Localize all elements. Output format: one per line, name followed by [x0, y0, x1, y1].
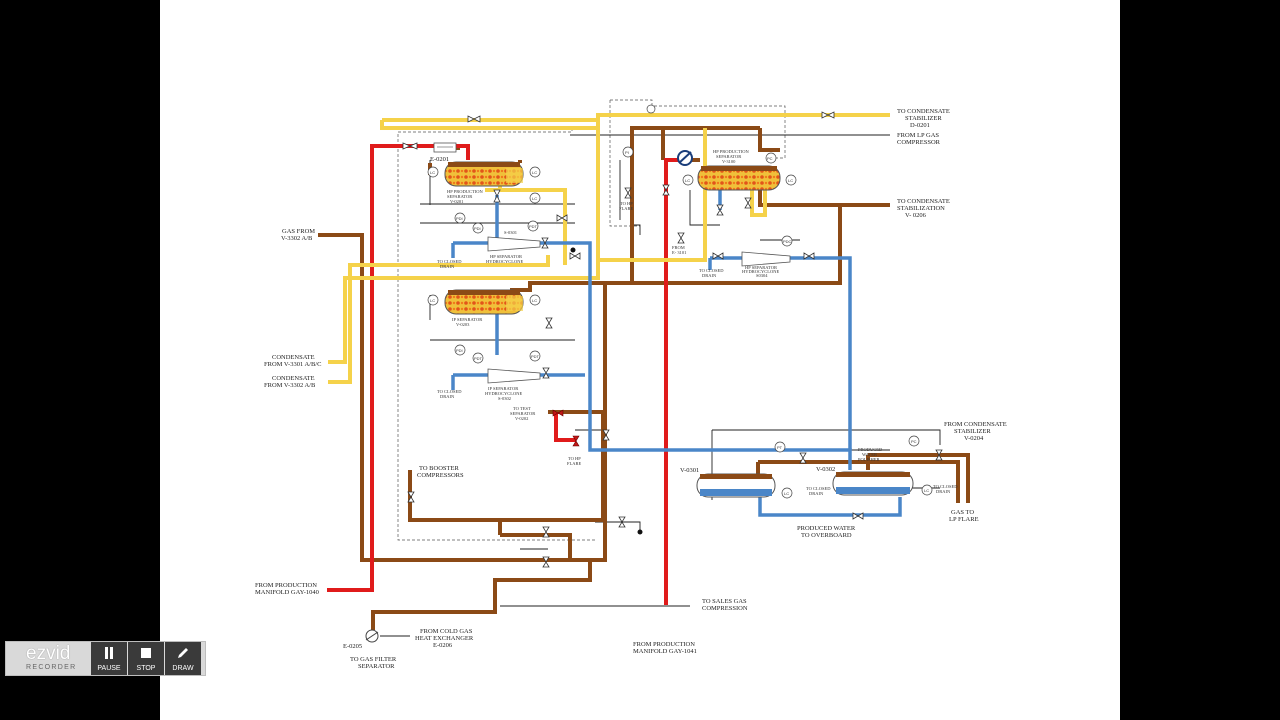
svg-text:PDI: PDI	[474, 226, 481, 231]
label-from-cond-stabilizer: FROM CONDENSATE STABILIZER V-0204	[944, 421, 1008, 442]
equipment-labels: HP PRODUCTION SEPARATOR V-0201 HP PRODUC…	[437, 149, 959, 496]
stop-button[interactable]: STOP	[128, 642, 164, 675]
label-to-test-separator: TO TEST SEPARATOR V-0202	[510, 406, 536, 421]
label-closed-drain-2: TO CLOSED DRAIN	[437, 389, 463, 399]
pause-icon	[105, 647, 113, 659]
label-to-gas-filter: TO GAS FILTER SEPARATOR	[350, 656, 398, 670]
degasser-v0301	[696, 473, 776, 498]
hp-hydrocyclone-right	[741, 251, 791, 267]
label-gas-from: GAS FROM V-3302 A/B	[281, 228, 317, 242]
ip-separator	[444, 289, 524, 315]
label-gas-to-lp-flare: GAS TO LP FLARE	[949, 509, 979, 523]
svg-text:LC: LC	[532, 170, 537, 175]
label-produced-water: PRODUCED WATER TO OVERBOARD	[797, 525, 857, 539]
svg-text:PDT: PDT	[529, 224, 538, 229]
draw-label: DRAW	[172, 665, 194, 672]
pause-label: PAUSE	[97, 665, 121, 672]
svg-text:LC: LC	[430, 170, 435, 175]
ezvid-logo: ezvid RECORDER	[6, 642, 90, 675]
svg-text:LC: LC	[430, 298, 435, 303]
hp-production-separator-right	[697, 165, 781, 191]
label-from-cold-gas: FROM COLD GAS HEAT EXCHANGER E-0206	[415, 628, 475, 649]
junction-dot-2	[637, 529, 643, 535]
label-to-hp-flare-1: TO HP FLARE	[567, 456, 582, 466]
label-hp-hydrocyclone: HP SEPARATOR HYDROCYCLONE	[486, 254, 524, 264]
svg-text:PT: PT	[777, 445, 783, 450]
svg-text:PC: PC	[911, 439, 917, 444]
label-condensate-from-1: CONDENSATE FROM V-3301 A/B/C	[264, 354, 321, 368]
label-hp-prod-sep-right: HP PRODUCTION SEPARATOR V-3100	[713, 149, 750, 164]
label-hp-hydrocyclone-right: HP SEPARATOR HYDROCYCLONE S0304	[742, 265, 780, 278]
pencil-icon	[178, 648, 188, 658]
pause-button[interactable]: PAUSE	[91, 642, 127, 675]
label-to-cond-stab-2: TO CONDENSATE STABILIZATION V- 0206	[897, 198, 951, 219]
label-to-hp-flare-2: TO HP FLARE	[619, 201, 634, 211]
svg-text:LC: LC	[532, 298, 537, 303]
label-hp-prod-sep-left: HP PRODUCTION SEPARATOR V-0201	[447, 189, 484, 204]
drawing-sheet	[160, 0, 1120, 720]
ezvid-recorder-toolbar: ezvid RECORDER PAUSE STOP DRAW	[5, 641, 206, 676]
label-v0301: V-0301	[680, 467, 699, 474]
svg-text:PC: PC	[767, 156, 773, 161]
ezvid-subtitle: RECORDER	[26, 664, 77, 671]
label-to-sales-gas: TO SALES GAS COMPRESSION	[702, 598, 748, 612]
label-e0205: E-0205	[343, 643, 362, 650]
stop-label: STOP	[136, 665, 156, 672]
hp-hydrocyclone-left	[487, 236, 541, 252]
label-to-booster: TO BOOSTER COMPRESSORS	[417, 465, 464, 479]
svg-text:PDT: PDT	[474, 356, 483, 361]
label-ip-separator: IP SEPARATOR V-0203	[452, 317, 483, 327]
label-ip-hydrocyclone: IP SEPARATOR HYDROCYCLONE S-0302	[485, 386, 523, 401]
svg-text:PDC: PDC	[783, 239, 792, 244]
heat-exchanger-e0205	[365, 629, 379, 643]
label-from-production-1040: FROM PRODUCTION MANIFOLD GAY-1040	[255, 582, 319, 596]
svg-text:PDI: PDI	[456, 348, 463, 353]
label-produced-water-polisher: PRODUCED WATER POLISHER	[858, 447, 883, 462]
svg-text:PDI: PDI	[456, 216, 463, 221]
oil-pipes	[318, 126, 970, 630]
degasser-v0302	[832, 471, 914, 496]
ezvid-brand: ezvid	[26, 643, 71, 664]
label-closed-drain-1: TO CLOSED DRAIN	[437, 259, 463, 269]
svg-text:LC: LC	[784, 491, 789, 496]
label-closed-drain-3: TO CLOSED DRAIN	[699, 268, 725, 278]
instrument-tags: LC LC LC PDI PDI PDT LC LC PDI PDT PDT P…	[430, 150, 929, 496]
svg-text:LC: LC	[924, 488, 929, 493]
label-closed-drain-4: TO CLOSED DRAIN	[806, 486, 832, 496]
svg-text:PDT: PDT	[531, 354, 540, 359]
red-valves	[552, 409, 580, 447]
label-from-production-1041: FROM PRODUCTION MANIFOLD GAY-1041	[633, 641, 697, 655]
heat-exchanger-right	[677, 150, 693, 166]
label-to-cond-stab-1: TO CONDENSATE STABILIZER D-0201	[897, 108, 951, 129]
ip-hydrocyclone	[487, 368, 541, 384]
label-closed-drain-5: TO CLOSED DRAIN	[933, 484, 959, 494]
svg-text:LC: LC	[788, 178, 793, 183]
hp-production-separator-left	[444, 161, 524, 187]
label-from-lp-gas: FROM LP GAS COMPRESSOR	[897, 132, 941, 146]
heat-exchanger-e0201	[433, 142, 457, 153]
svg-text:PI: PI	[625, 150, 629, 155]
label-hp-hydro-tag: S-0301	[504, 230, 517, 235]
junction-dot	[570, 247, 576, 253]
stop-icon	[141, 648, 151, 658]
label-from-e3101: FROM E- 3101	[672, 245, 686, 255]
draw-button[interactable]: DRAW	[165, 642, 201, 675]
svg-text:LC: LC	[532, 196, 537, 201]
label-v0302: V-0302	[816, 466, 835, 473]
instrument-bubbles	[427, 104, 933, 499]
label-condensate-from-2: CONDENSATE FROM V-3302 A/B	[264, 375, 316, 389]
valves	[402, 111, 943, 568]
label-e0201: E-0201	[430, 156, 449, 163]
stream-labels: TO CONDENSATE STABILIZER D-0201 FROM LP …	[255, 108, 1008, 670]
svg-text:LC: LC	[685, 178, 690, 183]
condensate-pipes	[328, 113, 890, 384]
